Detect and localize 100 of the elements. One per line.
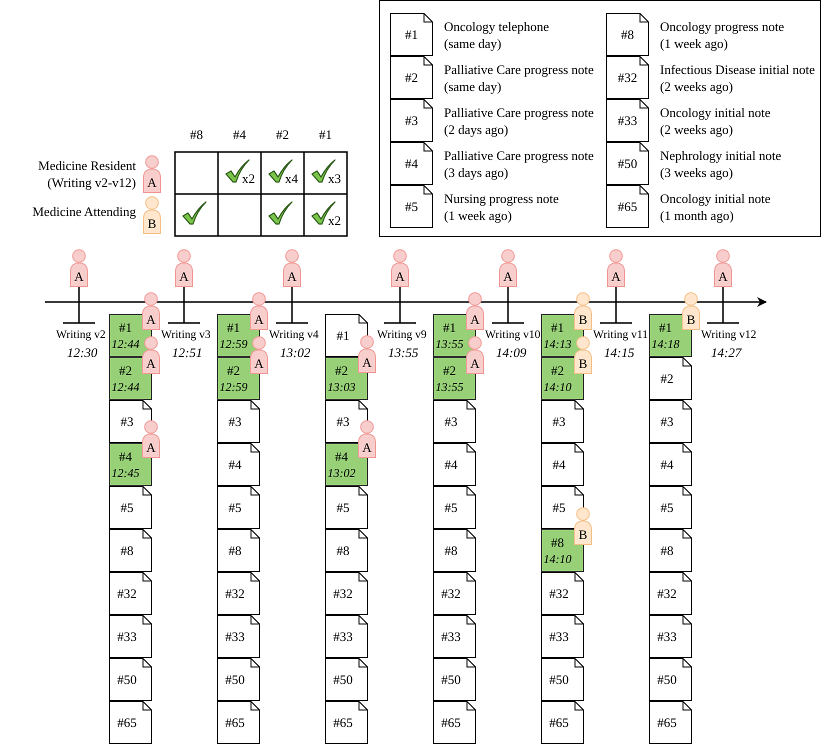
note-time: 14:10 (542, 380, 572, 395)
note-description: (3 weeks ago) (660, 165, 733, 180)
note-number: #2 (118, 363, 133, 378)
note-time: 13:55 (434, 380, 464, 395)
user-letter: A (717, 269, 729, 284)
note-number: #1 (550, 320, 565, 335)
user-letter: A (178, 269, 190, 284)
note-time: 12:44 (110, 337, 140, 352)
note-document (325, 701, 368, 744)
note-number: #3 (552, 414, 566, 429)
note-document (541, 701, 584, 744)
user-letter: B (146, 216, 158, 231)
note-number: #65 (548, 715, 570, 730)
note-number: #3 (444, 414, 458, 429)
user-figure (70, 249, 88, 287)
note-number: #3 (336, 414, 350, 429)
note-document (325, 486, 368, 529)
user-figure (466, 292, 484, 330)
version-time: 12:30 (67, 345, 98, 360)
note-number: #1 (404, 27, 419, 42)
note-document (217, 615, 260, 658)
note-number: #8 (120, 543, 134, 558)
note-number: #1 (442, 320, 457, 335)
note-number: #65 (440, 715, 462, 730)
note-document (217, 400, 260, 443)
note-document (325, 400, 368, 443)
user-figure (142, 420, 160, 458)
note-document (649, 615, 692, 658)
note-description: (3 days ago) (444, 165, 508, 180)
note-number: #2 (550, 363, 565, 378)
note-number: #8 (620, 27, 635, 42)
note-number: #1 (336, 328, 350, 343)
note-time: 13:55 (434, 337, 464, 352)
user-figure (250, 336, 268, 374)
user-figure (466, 336, 484, 374)
note-number: #33 (548, 629, 570, 644)
note-description: Oncology initial note (660, 191, 770, 206)
note-document (433, 400, 476, 443)
version-time: 14:15 (604, 345, 634, 360)
note-document (541, 572, 584, 615)
user-figure (142, 336, 160, 374)
note-number: #5 (228, 500, 242, 515)
row-label: Medicine Attending (31, 204, 136, 219)
user-figure (391, 249, 409, 287)
note-description: (1 month ago) (660, 208, 734, 223)
note-document (109, 400, 152, 443)
note-document (649, 443, 692, 486)
note-number: #2 (404, 70, 419, 85)
note-description: Palliative Care progress note (444, 62, 594, 77)
note-document (109, 486, 152, 529)
note-number: #50 (440, 672, 462, 687)
column-header: #1 (318, 127, 333, 142)
note-number: #32 (116, 586, 138, 601)
note-description: Oncology initial note (660, 105, 770, 120)
note-number: #50 (656, 672, 678, 687)
count-label: x4 (285, 171, 298, 186)
note-number: #8 (660, 543, 674, 558)
note-description: Infectious Disease initial note (660, 62, 815, 77)
note-number: #32 (548, 586, 570, 601)
note-number: #1 (658, 320, 673, 335)
note-number: #5 (336, 500, 350, 515)
version-label: Writing v2 (56, 328, 106, 343)
note-document (217, 572, 260, 615)
note-document (649, 658, 692, 701)
note-document (325, 615, 368, 658)
note-number: #50 (332, 672, 354, 687)
note-number: #33 (116, 629, 138, 644)
note-time: 14:18 (650, 337, 680, 352)
legend-panel (379, 0, 821, 237)
note-number: #5 (660, 500, 674, 515)
note-number: #8 (336, 543, 350, 558)
user-letter: A (145, 440, 157, 455)
note-document (217, 658, 260, 701)
note-description: Palliative Care progress note (444, 105, 594, 120)
user-figure (143, 155, 161, 193)
user-figure (682, 292, 700, 330)
note-document (109, 529, 152, 572)
note-number: #3 (660, 414, 674, 429)
note-document (217, 486, 260, 529)
note-time: 12:59 (218, 380, 248, 395)
user-figure (574, 507, 592, 545)
user-letter: A (361, 355, 373, 370)
note-document (109, 701, 152, 744)
version-time: 13:02 (280, 345, 310, 360)
note-number: #32 (440, 586, 462, 601)
count-label: x3 (328, 171, 341, 186)
note-number: #65 (616, 199, 638, 214)
note-number: #4 (660, 457, 674, 472)
note-description: Oncology telephone (444, 19, 550, 34)
user-letter: B (686, 312, 696, 327)
user-figure (250, 292, 268, 330)
user-figure (499, 249, 517, 287)
column-header: #4 (232, 127, 247, 142)
note-time: 14:10 (542, 552, 572, 567)
note-description: Nephrology initial note (660, 148, 782, 163)
column-header: #2 (275, 127, 290, 142)
note-document (109, 615, 152, 658)
note-document (217, 443, 260, 486)
note-time: 14:13 (542, 337, 572, 352)
note-document (541, 400, 584, 443)
